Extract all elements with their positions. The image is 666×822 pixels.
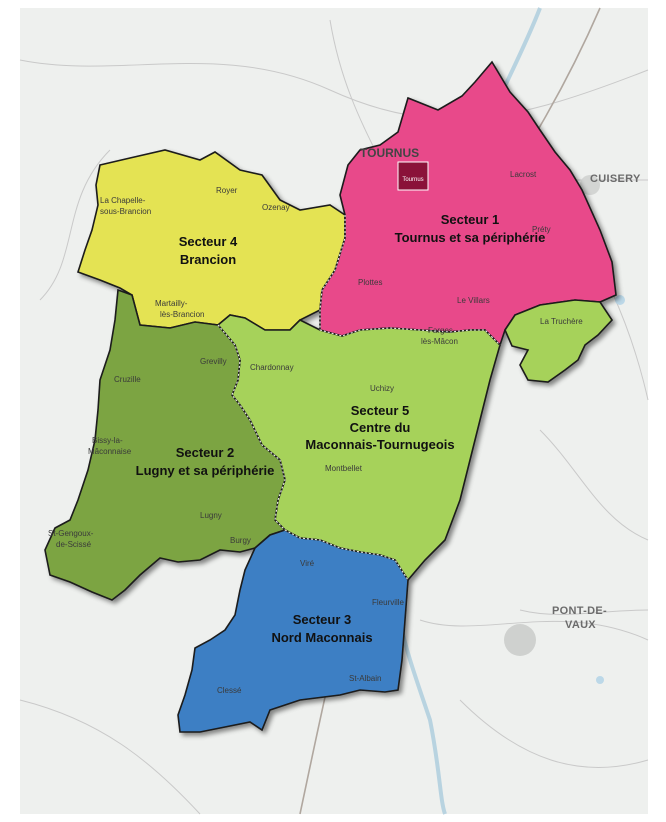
tournus-label: TOURNUS — [360, 146, 419, 160]
secteur-1-subtitle: Tournus et sa périphérie — [395, 230, 546, 245]
secteur-4-title: Secteur 4 — [179, 234, 238, 249]
place-uchizy: Uchizy — [370, 384, 394, 393]
place-royer: Royer — [216, 186, 238, 195]
secteur-3-subtitle: Nord Maconnais — [271, 630, 372, 645]
tournus-box[interactable] — [397, 161, 429, 191]
outside-labels: CUISERY PONT-DE- VAUX — [552, 173, 641, 631]
sectors-layer — [44, 60, 617, 733]
place-fleurville: Fleurville — [372, 598, 405, 607]
place-labels: Lacrost Préty Plottes Le Villars La Truc… — [48, 170, 583, 695]
place-chapelle-2: sous-Brancion — [100, 207, 151, 216]
place-montbellet: Montbellet — [325, 464, 363, 473]
secteur-2-area[interactable] — [44, 288, 287, 601]
place-bissy-1: Bissy-la- — [92, 436, 123, 445]
place-le-villars: Le Villars — [457, 296, 490, 305]
sector-boundaries — [217, 215, 501, 581]
sector-titles: Secteur 1 Tournus et sa périphérie Secte… — [136, 212, 546, 645]
secteur-2-title: Secteur 2 — [176, 445, 235, 460]
secteur-5-title: Secteur 5 — [351, 403, 410, 418]
secteur-1-title: Secteur 1 — [441, 212, 500, 227]
place-clesse: Clessé — [217, 686, 242, 695]
place-farges-1: Farges- — [428, 326, 456, 335]
place-martailly-2: lès-Brancion — [160, 310, 204, 319]
place-farges-2: lès-Mâcon — [421, 337, 458, 346]
place-grevilly: Grevilly — [200, 357, 227, 366]
place-chardonnay: Chardonnay — [250, 363, 294, 372]
secteur-5-subtitle: Centre du — [350, 420, 411, 435]
place-bissy-2: Mâconnaise — [88, 447, 132, 456]
tournus-marker[interactable]: Tournus — [397, 161, 429, 191]
place-chapelle-1: La Chapelle- — [100, 196, 146, 205]
place-plottes: Plottes — [358, 278, 382, 287]
place-burgy: Burgy — [230, 536, 251, 545]
secteur-2-subtitle: Lugny et sa périphérie — [136, 463, 275, 478]
town-pont-de-vaux-1: PONT-DE- — [552, 605, 607, 617]
place-vire: Viré — [300, 559, 315, 568]
secteur-4-subtitle: Brancion — [180, 252, 236, 267]
place-ozenay: Ozenay — [262, 203, 290, 212]
place-st-gengoux-1: St-Gengoux- — [48, 529, 94, 538]
place-st-gengoux-2: de-Scissé — [56, 540, 92, 549]
place-st-albain: St-Albain — [349, 674, 381, 683]
town-cuisery: CUISERY — [590, 173, 641, 185]
tournus-box-label: Tournus — [402, 177, 423, 183]
place-lugny: Lugny — [200, 511, 222, 520]
place-la-truchere: La Truchère — [540, 317, 583, 326]
place-cruzille: Cruzille — [114, 375, 141, 384]
secteur-3-title: Secteur 3 — [293, 612, 352, 627]
place-lacrost: Lacrost — [510, 170, 537, 179]
secteur-5-subtitle-2: Maconnais-Tournugeois — [305, 437, 454, 452]
place-martailly-1: Martailly- — [155, 299, 188, 308]
secteur-5-truchere-area[interactable] — [504, 299, 614, 383]
town-pont-de-vaux-2: VAUX — [565, 619, 596, 631]
place-preaty: Préty — [532, 225, 551, 234]
